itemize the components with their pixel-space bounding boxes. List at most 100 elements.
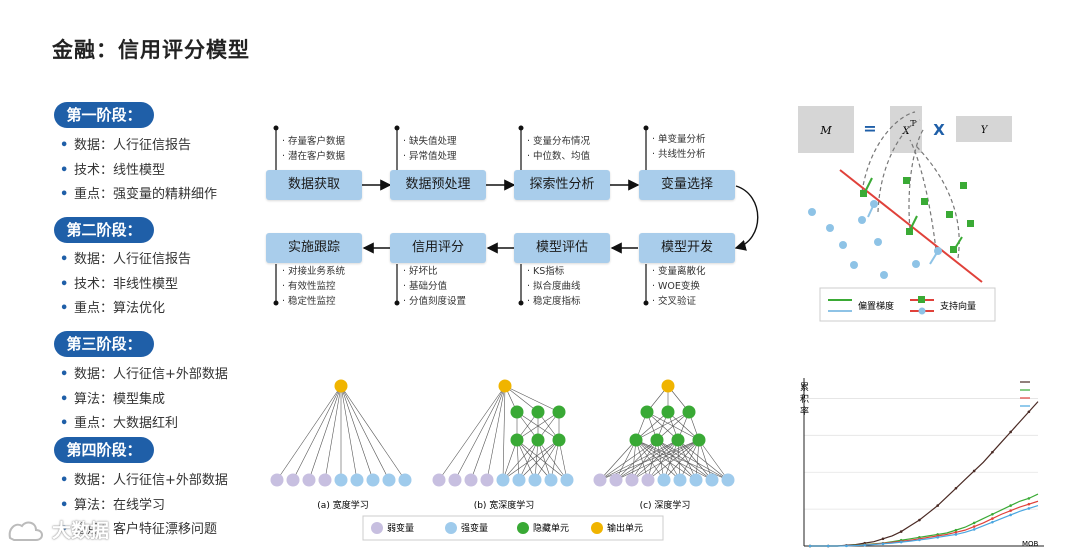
- bullet-icon: •: [60, 391, 69, 407]
- network-edge: [504, 385, 560, 413]
- stage-4-badge: 第四阶段：: [54, 437, 154, 463]
- blue-point: [874, 238, 882, 246]
- network-edge: [677, 439, 697, 481]
- flow-box-credit-scoring: 信用评分: [390, 233, 486, 263]
- list-item: •算法：模型集成: [60, 388, 228, 413]
- green-arrow: [909, 215, 918, 231]
- network-edge: [656, 439, 665, 481]
- hidden-unit-node: [682, 405, 696, 419]
- network-edge: [502, 439, 539, 481]
- hidden-unit-node: [510, 433, 524, 447]
- stage-3-list: •数据：人行征信+外部数据 •算法：模型集成 •重点：大数据红利: [60, 363, 228, 437]
- flow-box-exploratory-analysis: 探索性分析: [514, 170, 610, 200]
- network-edge: [504, 385, 539, 413]
- strong-variable-node: [657, 473, 671, 487]
- list-item: •数据：人行征信+外部数据: [60, 363, 228, 388]
- bullet-icon: •: [60, 138, 69, 153]
- series-point: [991, 520, 994, 524]
- series-point: [972, 525, 976, 528]
- series-point: [881, 537, 885, 541]
- series-point: [899, 540, 903, 544]
- strong-variable-node: [496, 473, 510, 487]
- note-dot: [643, 300, 649, 306]
- series-point: [991, 450, 994, 454]
- series-point: [899, 530, 903, 533]
- green-arrow: [953, 236, 963, 251]
- strong-variable-node: [721, 473, 735, 487]
- legend-output-label: 输出单元: [607, 522, 643, 534]
- blue-point: [826, 224, 834, 232]
- stage-2-badge: 第二阶段：: [54, 217, 154, 243]
- network-edge: [635, 411, 690, 441]
- weak-variable-node: [302, 473, 316, 487]
- caption-wide-deep: (b) 宽深度学习: [474, 499, 535, 511]
- network-edge: [516, 439, 536, 481]
- blue-arrow: [867, 203, 875, 218]
- network-edge: [516, 439, 552, 481]
- network-edge: [663, 439, 700, 481]
- network-edge: [677, 439, 681, 481]
- network-edge: [324, 385, 342, 481]
- network-edge: [340, 385, 390, 481]
- watermark: 大数据: [52, 520, 110, 542]
- note-dot: [518, 300, 524, 306]
- list-item: •数据：人行征信报告: [60, 134, 217, 159]
- green-point: [960, 182, 967, 189]
- strong-variable-node: [398, 473, 412, 487]
- series-point: [808, 544, 812, 548]
- note-dot: [273, 125, 279, 131]
- hidden-unit-node: [629, 433, 643, 447]
- page-title: 金融：信用评分模型: [52, 38, 250, 62]
- bullet-icon: •: [60, 276, 69, 292]
- times-sign: X: [933, 121, 945, 139]
- network-edge: [558, 439, 568, 481]
- series-point: [918, 538, 921, 542]
- network-legend: [362, 515, 664, 541]
- network-edge: [631, 439, 637, 481]
- weak-variable-node: [270, 473, 284, 487]
- strong-variable-node: [544, 473, 558, 487]
- series-point: [936, 504, 939, 507]
- network-edge: [599, 439, 679, 481]
- network-edge: [635, 439, 649, 481]
- network-edge: [599, 439, 700, 481]
- caption-wide: (a) 宽度学习: [317, 499, 368, 511]
- hidden-unit-node: [692, 433, 706, 447]
- network-edge: [534, 439, 539, 481]
- list-item: •重点：客户特征漂移问题: [60, 518, 228, 543]
- stage-2-list: •数据：人行征信报告 •技术：非线性模型 •重点：算法优化: [60, 248, 191, 322]
- y-axis-label-3: 率: [800, 405, 809, 417]
- flow-arrow: [734, 185, 759, 251]
- network-edge: [656, 439, 729, 481]
- network-edge: [340, 385, 374, 481]
- network-edge: [635, 439, 713, 481]
- network-edge: [647, 439, 658, 481]
- y-axis-label-1: 累: [800, 382, 809, 393]
- hidden-unit-node: [552, 433, 566, 447]
- note-preprocessing: · 缺失值处理· 异常值处理: [403, 136, 457, 162]
- network-edge: [502, 385, 506, 481]
- weak-variable-node: [432, 473, 446, 487]
- network-edge: [340, 385, 406, 481]
- series-point: [954, 533, 958, 536]
- series-point: [881, 542, 885, 546]
- series-point: [972, 528, 976, 531]
- network-edge: [516, 439, 568, 481]
- output-node: [334, 379, 348, 393]
- legend-weak-label: 弱变量: [387, 522, 414, 534]
- series-point: [1009, 504, 1012, 507]
- network-edge: [615, 439, 700, 481]
- note-dot: [394, 125, 400, 131]
- hidden-unit-node: [552, 405, 566, 419]
- flow-box-data-acquisition: 数据获取: [266, 170, 362, 200]
- list-item: •重点：算法优化: [60, 297, 191, 322]
- list-item: •技术：非线性模型: [60, 273, 191, 298]
- network-edge: [677, 439, 729, 481]
- network-edge: [518, 439, 560, 481]
- network-edge: [656, 439, 713, 481]
- dashed-arc: [908, 127, 926, 231]
- network-edge: [516, 439, 520, 481]
- network-edge: [647, 439, 700, 481]
- weak-variable-node: [448, 473, 462, 487]
- note-tracking: · 对接业务系统· 有效性监控· 稳定性监控: [282, 266, 346, 307]
